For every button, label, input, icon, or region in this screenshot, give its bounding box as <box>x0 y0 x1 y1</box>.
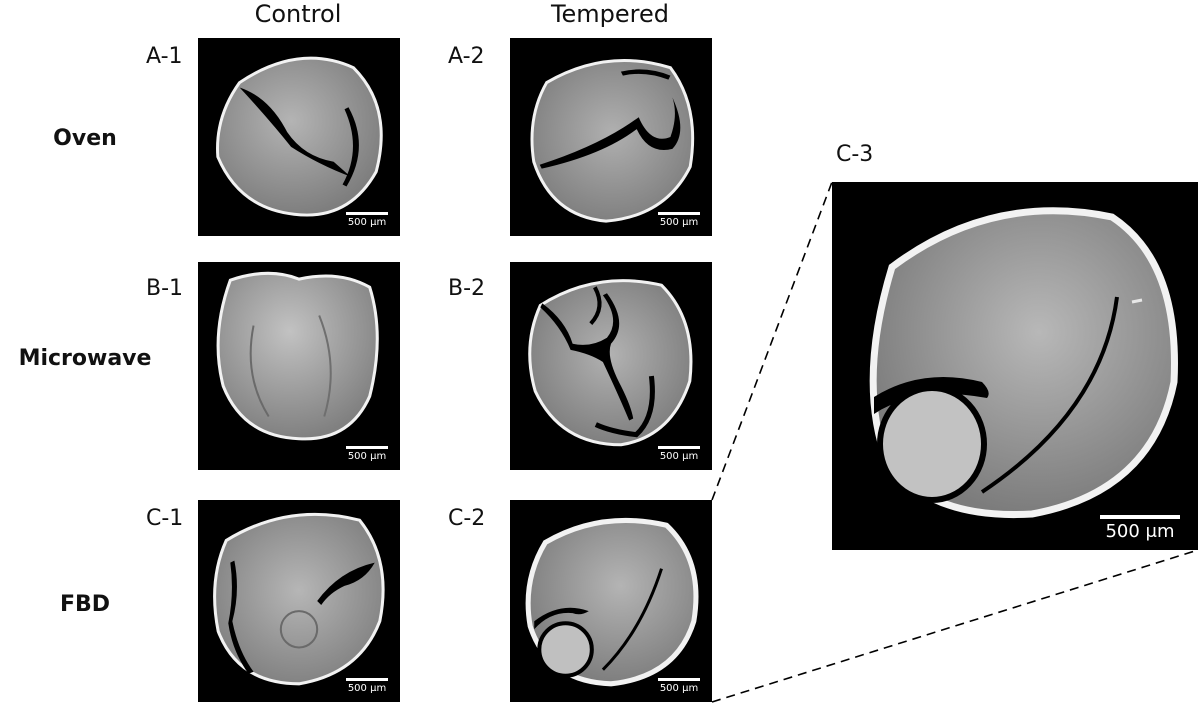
kernel-image-c2 <box>525 517 699 687</box>
scale-bar-c1: 500 μm <box>346 678 388 694</box>
scale-bar-b2: 500 μm <box>658 446 700 462</box>
panel-label-c1: C-1 <box>146 506 184 531</box>
scale-bar-a1: 500 μm <box>346 212 388 228</box>
panel-label-a1: A-1 <box>146 44 183 69</box>
scale-bar-c3: 500 μm <box>1100 515 1180 542</box>
panel-label-b1: B-1 <box>146 276 184 301</box>
kernel-image-b2 <box>528 279 693 447</box>
kernel-image-c1 <box>213 512 385 686</box>
column-header-tempered: Tempered <box>550 0 670 28</box>
micrograph-b1: 500 μm <box>198 262 400 470</box>
panel-label-a2: A-2 <box>448 44 485 69</box>
panel-label-c2: C-2 <box>448 506 486 531</box>
micrograph-a2: 500 μm <box>510 38 712 236</box>
zoom-line-top <box>711 181 833 501</box>
row-label-microwave: Microwave <box>18 346 152 371</box>
column-header-control: Control <box>254 0 342 28</box>
row-label-oven: Oven <box>53 126 117 151</box>
micrograph-c2: 500 μm <box>510 500 712 702</box>
micrograph-c1: 500 μm <box>198 500 400 702</box>
kernel-image-a2 <box>530 59 695 223</box>
micrograph-c3-enlarged: 500 μm <box>832 182 1198 550</box>
micrograph-b2: 500 μm <box>510 262 712 470</box>
panel-label-b2: B-2 <box>448 276 486 301</box>
scale-bar-c2: 500 μm <box>658 678 700 694</box>
scale-bar-b1: 500 μm <box>346 446 388 462</box>
kernel-image-a1 <box>216 56 383 217</box>
zoom-line-bottom <box>711 549 1199 703</box>
kernel-image-c3 <box>869 207 1178 519</box>
scale-bar-a2: 500 μm <box>658 212 700 228</box>
micrograph-a1: 500 μm <box>198 38 400 236</box>
row-label-fbd: FBD <box>59 592 111 617</box>
panel-label-c3: C-3 <box>836 142 874 167</box>
kernel-image-b1 <box>216 271 379 441</box>
